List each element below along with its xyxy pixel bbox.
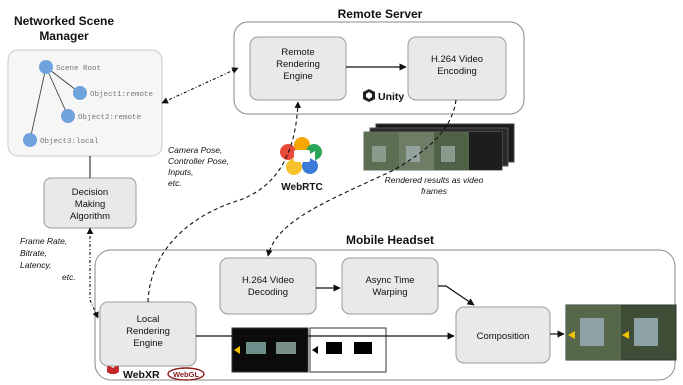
object3-node (23, 133, 37, 147)
local-rendering-line3: Engine (133, 338, 163, 349)
remote-rendering-line3: Engine (283, 71, 313, 82)
pose-upload-link (147, 101, 302, 303)
local-render-frames (231, 327, 387, 373)
encoding-line1: H.264 Video (431, 54, 483, 65)
mobile-headset-title: Mobile Headset (346, 233, 434, 247)
composition-box (455, 306, 551, 364)
camera-note-line1: Camera Pose, (168, 145, 222, 155)
camera-note-line2: Controller Pose, (168, 156, 229, 166)
scene-graph-edges (29, 66, 81, 141)
frames-caption-line1: Rendered results as video (385, 175, 484, 185)
metrics-feedback-link (86, 227, 99, 319)
metrics-note-line4: etc. (62, 272, 76, 282)
rendered-frames-stack (363, 123, 515, 171)
object2-label: Object2:remote (78, 114, 141, 122)
unity-label: Unity (378, 91, 404, 103)
local-rendering-line2: Rendering (126, 326, 170, 337)
webxr-logo-icon (106, 366, 120, 374)
decoding-line1: H.264 Video (242, 275, 294, 286)
decision-line2: Making (75, 199, 106, 210)
scene-manager-title-line1: Networked Scene (14, 14, 114, 28)
object3-label: Object3:local (40, 138, 99, 146)
camera-note-line4: etc. (168, 178, 182, 188)
frames-caption-line2: frames (421, 186, 448, 196)
remote-rendering-line1: Remote (281, 47, 314, 58)
h264-decoding-box (219, 257, 317, 315)
decision-line1: Decision (72, 187, 108, 198)
webxr-label: WebXR (123, 369, 160, 381)
async-time-warping-box (341, 257, 439, 315)
encoding-line2: Encoding (437, 66, 477, 77)
webrtc-logo-icon (280, 137, 322, 175)
metrics-note-line3: Latency, (20, 260, 52, 270)
object2-node (61, 109, 75, 123)
scene-manager-title-line2: Manager (39, 29, 89, 43)
scene-root-label: Scene Root (56, 65, 101, 73)
remote-server-title: Remote Server (338, 7, 423, 21)
h264-encoding-box (407, 36, 507, 101)
scene-root-node (39, 60, 53, 74)
webrtc-label: WebRTC (281, 182, 322, 193)
video-stream-link (266, 99, 457, 257)
camera-note-line3: Inputs, (168, 167, 194, 177)
local-rendering-line1: Local (137, 314, 160, 325)
metrics-note-line1: Frame Rate, (20, 236, 67, 246)
scene-sync-link (161, 67, 239, 104)
decoding-line2: Decoding (248, 287, 288, 298)
object1-node (73, 86, 87, 100)
remote-rendering-line2: Rendering (276, 59, 320, 70)
metrics-note-line2: Bitrate, (20, 248, 47, 258)
object1-label: Object1:remote (90, 91, 153, 99)
remote-rendering-engine-box (249, 36, 347, 101)
composition-label: Composition (477, 331, 530, 342)
webgl-label: WebGL (173, 370, 200, 379)
atw-line2: Warping (372, 287, 407, 298)
atw-to-composition-arrow (438, 285, 475, 306)
unity-logo-icon (363, 89, 375, 102)
webgl-logo-icon (167, 367, 205, 381)
atw-line1: Async Time (365, 275, 414, 286)
decision-line3: Algorithm (70, 211, 110, 222)
composited-output-frame (565, 304, 677, 361)
